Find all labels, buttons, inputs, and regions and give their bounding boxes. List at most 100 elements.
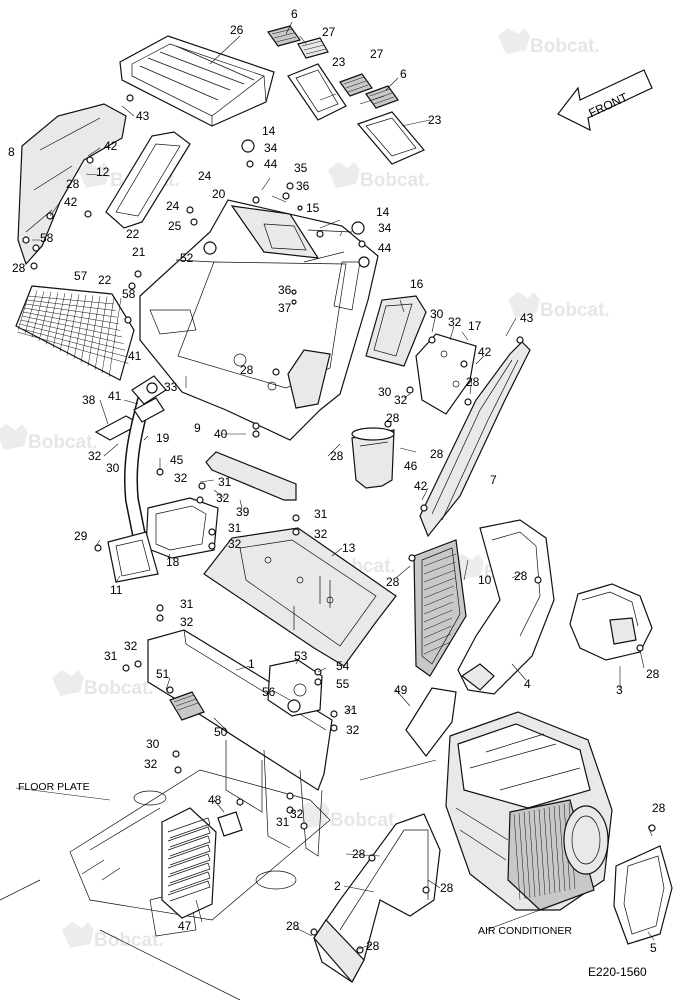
callout-29: 29 [74, 529, 88, 543]
fastener-20 [186, 206, 194, 214]
fastener-51 [330, 710, 338, 718]
callout-28: 28 [240, 363, 254, 377]
callout-28: 28 [440, 881, 454, 895]
callout-35: 35 [294, 161, 308, 175]
fastener-11 [282, 192, 290, 200]
callout-24: 24 [166, 199, 180, 213]
part-17-bracket [415, 333, 477, 415]
callout-28: 28 [12, 261, 26, 275]
part-4-duct [457, 519, 555, 695]
fastener-38 [196, 496, 204, 504]
callout-12: 12 [96, 165, 110, 179]
part-27-grille-left [297, 37, 329, 59]
callout-30: 30 [430, 307, 444, 321]
fastener-14 [351, 221, 365, 235]
part-7-side-panel [419, 341, 531, 538]
air-conditioner-label: AIR CONDITIONER [478, 925, 572, 937]
part-8-side-cover [17, 103, 127, 266]
fastener-43 [94, 544, 102, 552]
callout-32: 32 [144, 757, 158, 771]
callout-18: 18 [166, 555, 180, 569]
fastener-21 [190, 218, 198, 226]
callout-42: 42 [414, 479, 428, 493]
callout-31: 31 [180, 597, 194, 611]
fasteners [30, 94, 656, 954]
callout-8: 8 [8, 145, 15, 159]
callout-28: 28 [466, 375, 480, 389]
fastener-37 [198, 482, 206, 490]
part-48-clip [217, 811, 243, 837]
part-23-duct-left [287, 63, 347, 121]
callout-32: 32 [448, 315, 462, 329]
callout-42: 42 [64, 195, 78, 209]
callout-53: 53 [294, 649, 308, 663]
callout-42: 42 [104, 139, 118, 153]
part-13-mounting-plate [203, 527, 397, 667]
fastener-3 [84, 210, 92, 218]
part-19-hose [123, 375, 167, 542]
callout-54: 54 [336, 659, 350, 673]
callout-43: 43 [136, 109, 150, 123]
part-26-tray [119, 35, 275, 127]
callout-32: 32 [174, 471, 188, 485]
fastener-53 [172, 750, 180, 758]
fastener-22 [134, 270, 142, 278]
callout-30: 30 [146, 737, 160, 751]
callout-52: 52 [180, 251, 194, 265]
fastener-63 [534, 576, 542, 584]
callout-32: 32 [124, 639, 138, 653]
callout-28: 28 [430, 447, 444, 461]
part-50-switch [169, 691, 205, 721]
callout-15: 15 [306, 201, 320, 215]
callout-44: 44 [378, 241, 392, 255]
callout-31: 31 [228, 521, 242, 535]
part-12-lid [105, 131, 191, 229]
callout-10: 10 [478, 573, 492, 587]
fastener-40 [208, 542, 216, 550]
callout-40: 40 [214, 427, 228, 441]
callout-7: 7 [490, 473, 497, 487]
front-arrow [557, 69, 653, 132]
callout-31: 31 [344, 703, 358, 717]
fastener-48 [166, 686, 174, 694]
callout-37: 37 [278, 301, 292, 315]
callout-28: 28 [652, 801, 666, 815]
fastener-42 [292, 528, 300, 536]
callout-22: 22 [126, 227, 140, 241]
callout-3: 3 [616, 683, 623, 697]
callout-31: 31 [276, 815, 290, 829]
air-conditioner-unit [445, 711, 613, 911]
part-6-vent-right [365, 85, 399, 109]
callout-19: 19 [156, 431, 170, 445]
callout-33: 33 [164, 380, 178, 394]
callout-22: 22 [98, 273, 112, 287]
part-49-elbow [405, 687, 457, 757]
callout-14: 14 [376, 205, 390, 219]
callout-23: 23 [332, 55, 346, 69]
svg-text:Bobcat.: Bobcat. [94, 930, 164, 951]
watermark-4: Bobcat. [0, 424, 98, 453]
callout-48: 48 [208, 793, 222, 807]
callout-6: 6 [400, 67, 407, 81]
fastener-34 [420, 504, 428, 512]
part-2-duct [313, 813, 441, 984]
part-56-plug [287, 699, 301, 713]
part-9-console-body [139, 199, 379, 441]
callout-14: 14 [262, 124, 276, 138]
fastener-32 [516, 336, 524, 344]
callout-28: 28 [386, 411, 400, 425]
fastener-58 [300, 822, 308, 830]
part-39-bracket-bar [205, 451, 297, 501]
callout-4: 4 [524, 677, 531, 691]
callout-13: 13 [342, 541, 356, 555]
watermark-11: Bobcat. [298, 802, 400, 831]
callout-25: 25 [168, 219, 182, 233]
callout-34: 34 [264, 141, 278, 155]
fastener-2 [86, 156, 94, 164]
fastener-30 [464, 398, 472, 406]
fastener-41 [292, 514, 300, 522]
fastener-56 [286, 792, 294, 800]
fastener-50 [314, 678, 322, 686]
